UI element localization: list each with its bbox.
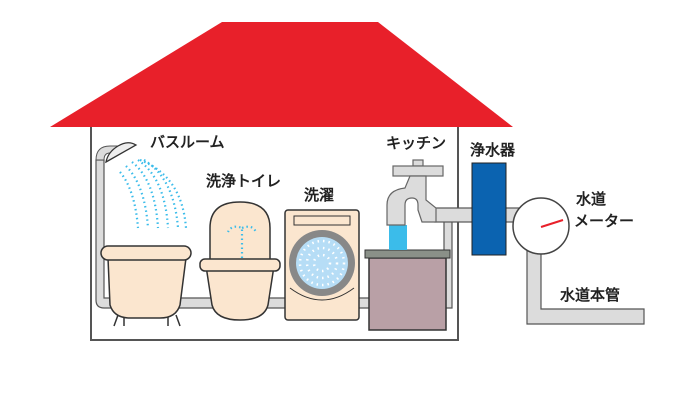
label-water-main: 水道本管 [560, 286, 620, 304]
house-wall [90, 127, 459, 341]
washing-machine-icon [284, 209, 360, 321]
water-meter-icon [512, 197, 570, 255]
shower-icon [95, 142, 188, 229]
label-water-filter: 浄水器 [470, 141, 516, 159]
label-bathroom: バスルーム [150, 133, 225, 151]
label-laundry: 洗濯 [304, 186, 334, 204]
label-water-meter-2: メーター [574, 212, 634, 230]
kitchen-sink-icon [364, 225, 451, 331]
toilet-icon [199, 201, 281, 321]
roof [50, 22, 513, 127]
faucet-icon [386, 159, 444, 226]
bathtub-icon [100, 245, 192, 327]
water-filter-icon [471, 162, 507, 256]
label-water-meter-1: 水道 [576, 190, 606, 208]
label-kitchen: キッチン [386, 134, 446, 152]
label-toilet: 洗浄トイレ [206, 172, 281, 190]
